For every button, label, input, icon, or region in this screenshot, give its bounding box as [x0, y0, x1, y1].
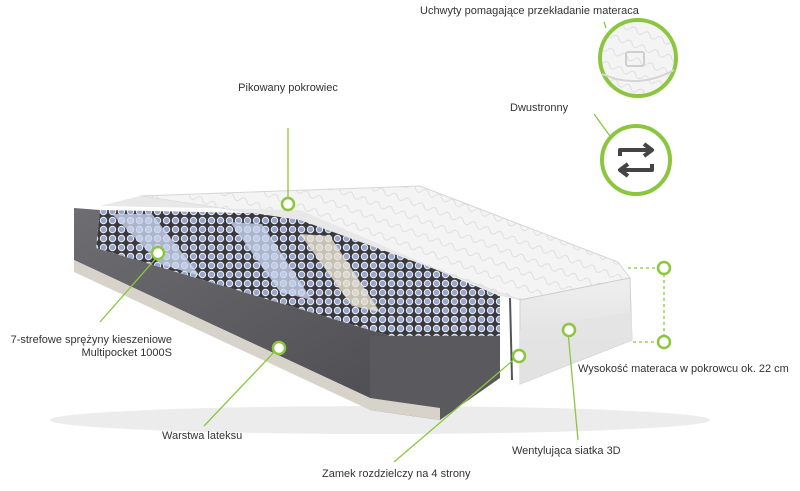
markers: [150, 196, 672, 364]
marker-height-bottom: [656, 334, 672, 350]
marker-mesh: [561, 322, 577, 338]
spring-core: [96, 210, 500, 336]
label-quilted-cover: Pikowany pokrowiec: [238, 82, 338, 94]
leader-latex: [203, 347, 279, 427]
label-height: Wysokość materaca w pokrowcu ok. 22 cm: [578, 363, 789, 375]
marker-zipper: [511, 348, 527, 364]
leader-two-sided: [593, 113, 611, 137]
label-zipper: Zamek rozdzielczy na 4 strony: [322, 468, 471, 480]
foam-frame-left: [74, 208, 390, 398]
zipper-line: [509, 297, 513, 381]
marker-quilted-cover: [280, 196, 296, 212]
handle-detail-icon: [598, 18, 678, 98]
marker-height-top: [656, 260, 672, 276]
label-handles: Uchwyty pomagające przekładanie materaca: [420, 5, 639, 17]
leader-zipper: [393, 355, 519, 463]
mattress: [50, 185, 710, 434]
flip-arrows-icon: [600, 124, 672, 196]
callouts: [99, 21, 665, 463]
mesh-band: [520, 312, 632, 384]
marker-springs: [150, 245, 166, 261]
leader-springs: [99, 255, 159, 323]
height-bracket: [628, 267, 665, 343]
latex-layer: [74, 260, 370, 410]
label-springs: 7-strefowe sprężyny kieszeniowe Multipoc…: [0, 334, 172, 360]
label-two-sided: Dwustronny: [510, 102, 569, 114]
label-springs-line1: 7-strefowe sprężyny kieszeniowe: [10, 334, 172, 346]
quilted-layer: [100, 196, 520, 300]
label-springs-line2: Multipocket 1000S: [81, 347, 173, 359]
label-mesh: Wentylująca siatka 3D: [512, 445, 621, 457]
leader-mesh: [567, 331, 579, 441]
label-latex: Warstwa lateksu: [162, 430, 243, 442]
marker-latex: [271, 340, 287, 356]
